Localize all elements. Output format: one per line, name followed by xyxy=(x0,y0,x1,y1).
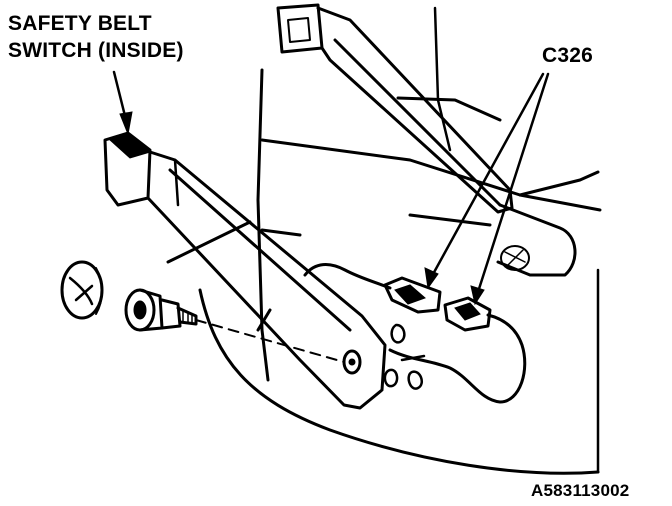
rear-buckle-strap xyxy=(276,3,577,277)
connector-leaders xyxy=(424,72,550,306)
bolt-cap xyxy=(60,260,104,320)
connector-label: C326 xyxy=(542,44,594,67)
assembly-line xyxy=(195,319,345,363)
bushing xyxy=(124,288,164,332)
safety-belt-switch-label: SAFETY BELT SWITCH (INSIDE) xyxy=(8,10,184,64)
switch-wiring xyxy=(303,263,527,404)
figure-id: A583113002 xyxy=(531,481,630,500)
safety-belt-switch-label-line2: SWITCH (INSIDE) xyxy=(8,39,184,62)
seat-frame xyxy=(198,6,602,475)
safety-belt-switch-label-line1: SAFETY BELT xyxy=(8,12,152,35)
bolt xyxy=(160,298,198,330)
switch-leader xyxy=(112,70,252,264)
retaining-clips xyxy=(383,323,426,390)
